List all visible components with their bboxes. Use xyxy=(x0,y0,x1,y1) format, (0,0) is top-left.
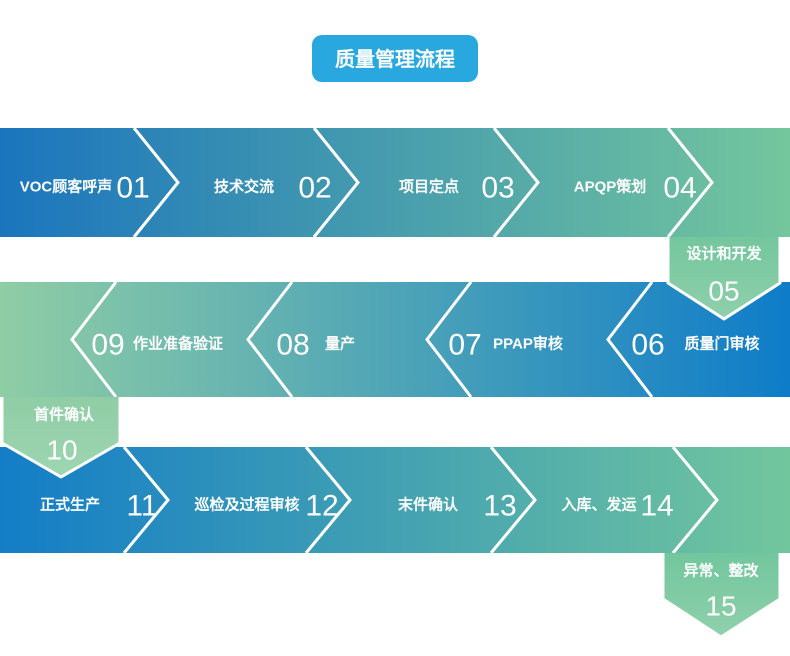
chevron-right-icon xyxy=(671,446,719,554)
step-number: 11 xyxy=(126,490,157,523)
step-number: 04 xyxy=(663,172,696,205)
flow-row-2-band xyxy=(0,282,790,397)
page-title: 质量管理流程 xyxy=(335,47,455,71)
step-number: 07 xyxy=(448,329,481,362)
chevron-right-icon xyxy=(312,127,360,238)
step-number: 05 xyxy=(708,276,739,307)
step-04: APQP策划 04 xyxy=(574,172,697,205)
flow-row-1 xyxy=(0,127,790,238)
step-label: 正式生产 xyxy=(40,496,100,514)
step-label: PPAP审核 xyxy=(493,335,563,353)
step-03: 项目定点 03 xyxy=(399,172,515,205)
step-label: 项目定点 xyxy=(399,178,459,196)
connector-step-15: 异常、整改 15 xyxy=(661,553,782,639)
row-3-steps: 正式生产 11 巡检及过程审核 12 末件确认 13 入库、发运 14 xyxy=(40,490,674,523)
step-number: 13 xyxy=(483,490,516,523)
step-01: VOC顾客呼声 01 xyxy=(20,172,150,205)
connector-step-05: 设计和开发 05 xyxy=(666,237,782,321)
step-label: 异常、整改 xyxy=(683,562,759,580)
chevron-left-icon xyxy=(425,281,473,398)
row-2-steps: 06 质量门审核 07 PPAP审核 08 量产 09 作业准备验证 xyxy=(91,329,759,362)
step-number: 06 xyxy=(631,329,664,362)
step-number: 12 xyxy=(305,490,338,523)
step-label: 末件确认 xyxy=(398,496,459,514)
row-1-steps: VOC顾客呼声 01 技术交流 02 项目定点 03 APQP策划 04 xyxy=(20,172,697,205)
step-13: 末件确认 13 xyxy=(398,490,517,523)
flow-row-3-band xyxy=(0,447,790,553)
step-number: 10 xyxy=(46,435,77,466)
chevron-left-icon xyxy=(70,281,118,398)
step-08: 08 量产 xyxy=(276,329,355,362)
chevron-right-icon xyxy=(122,446,170,554)
step-label: 巡检及过程审核 xyxy=(194,496,299,514)
step-11: 正式生产 11 xyxy=(40,490,158,523)
flow-row-3 xyxy=(0,446,790,554)
step-label: 入库、发运 xyxy=(561,496,636,514)
title-badge-bg xyxy=(312,35,478,82)
step-label: 质量门审核 xyxy=(684,335,759,353)
step-number: 03 xyxy=(481,172,514,205)
step-label: 首件确认 xyxy=(34,406,95,424)
step-label: APQP策划 xyxy=(574,178,647,196)
chevron-left-icon xyxy=(606,281,654,398)
step-14: 入库、发运 14 xyxy=(561,490,673,523)
chevron-right-icon xyxy=(666,127,714,238)
step-number: 02 xyxy=(298,172,331,205)
chevron-right-icon xyxy=(489,446,537,554)
step-label: 设计和开发 xyxy=(686,245,762,263)
chevron-right-icon xyxy=(304,446,352,554)
step-number: 14 xyxy=(640,490,673,523)
connector-step-10: 首件确认 10 xyxy=(0,397,122,479)
flow-row-1-band xyxy=(0,128,790,237)
step-02: 技术交流 02 xyxy=(214,172,332,205)
pentagon-down-shape xyxy=(0,397,122,479)
step-06: 06 质量门审核 xyxy=(631,329,759,362)
flow-row-2 xyxy=(0,281,790,398)
step-label: 量产 xyxy=(325,335,355,353)
step-number: 08 xyxy=(276,329,309,362)
step-07: 07 PPAP审核 xyxy=(448,329,563,362)
step-12: 巡检及过程审核 12 xyxy=(194,490,338,523)
step-number: 01 xyxy=(116,172,149,205)
step-09: 09 作业准备验证 xyxy=(91,329,223,362)
step-number: 09 xyxy=(91,329,124,362)
step-label: 技术交流 xyxy=(214,178,274,196)
step-number: 15 xyxy=(705,591,736,622)
step-label: VOC顾客呼声 xyxy=(20,178,113,196)
chevron-right-icon xyxy=(492,127,540,238)
title-badge: 质量管理流程 xyxy=(312,35,478,82)
chevron-left-icon xyxy=(246,281,294,398)
step-label: 作业准备验证 xyxy=(133,335,223,353)
pentagon-down-shape xyxy=(666,237,782,321)
chevron-right-icon xyxy=(132,127,180,238)
pentagon-down-shape xyxy=(661,553,782,639)
